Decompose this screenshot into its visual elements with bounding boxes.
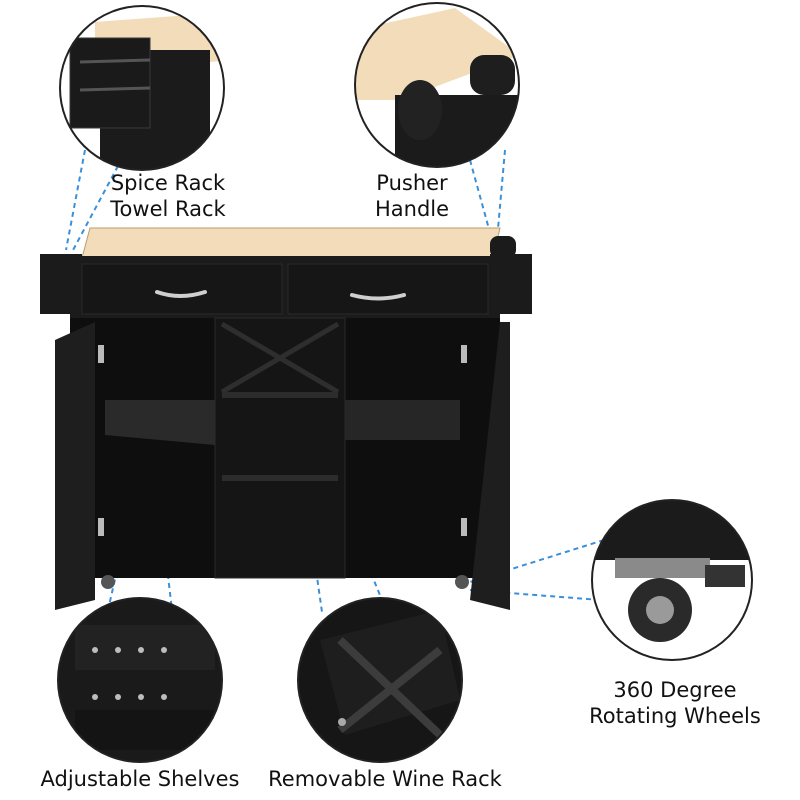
drawer-handle-right [350, 293, 406, 301]
wine-rack-detail [297, 597, 463, 763]
label-rotating-wheels: 360 Degree Rotating Wheels [580, 677, 770, 729]
label-handle: Handle [374, 197, 450, 221]
right-door [470, 322, 510, 610]
adjustable-shelves-detail [57, 597, 223, 763]
label-pusher: Pusher [376, 171, 448, 195]
label-spice-rack: Spice Rack [110, 171, 226, 195]
label-pusher-handle: Pusher Handle [352, 170, 472, 222]
spice-rack-detail [59, 5, 225, 171]
label-rotating-wheels-text: Rotating Wheels [589, 704, 761, 728]
label-removable-wine-rack: Removable Wine Rack [268, 767, 502, 791]
drawer-left [81, 263, 283, 315]
label-360-degree: 360 Degree [613, 678, 737, 702]
label-towel-rack: Towel Rack [110, 197, 226, 221]
countertop [81, 227, 501, 259]
drawer-handle-left [155, 290, 207, 298]
pusher-handle [490, 236, 516, 258]
kitchen-cart [40, 227, 532, 610]
left-door [55, 322, 95, 610]
drawer-right [287, 263, 489, 315]
wheels-detail [591, 499, 753, 661]
left-shelf [105, 400, 215, 445]
right-shelf [345, 400, 460, 440]
pusher-handle-detail [354, 2, 520, 168]
label-adjustable-shelves: Adjustable Shelves [40, 767, 240, 791]
label-spice-towel-rack: Spice Rack Towel Rack [98, 170, 238, 222]
wine-rack [220, 321, 340, 395]
